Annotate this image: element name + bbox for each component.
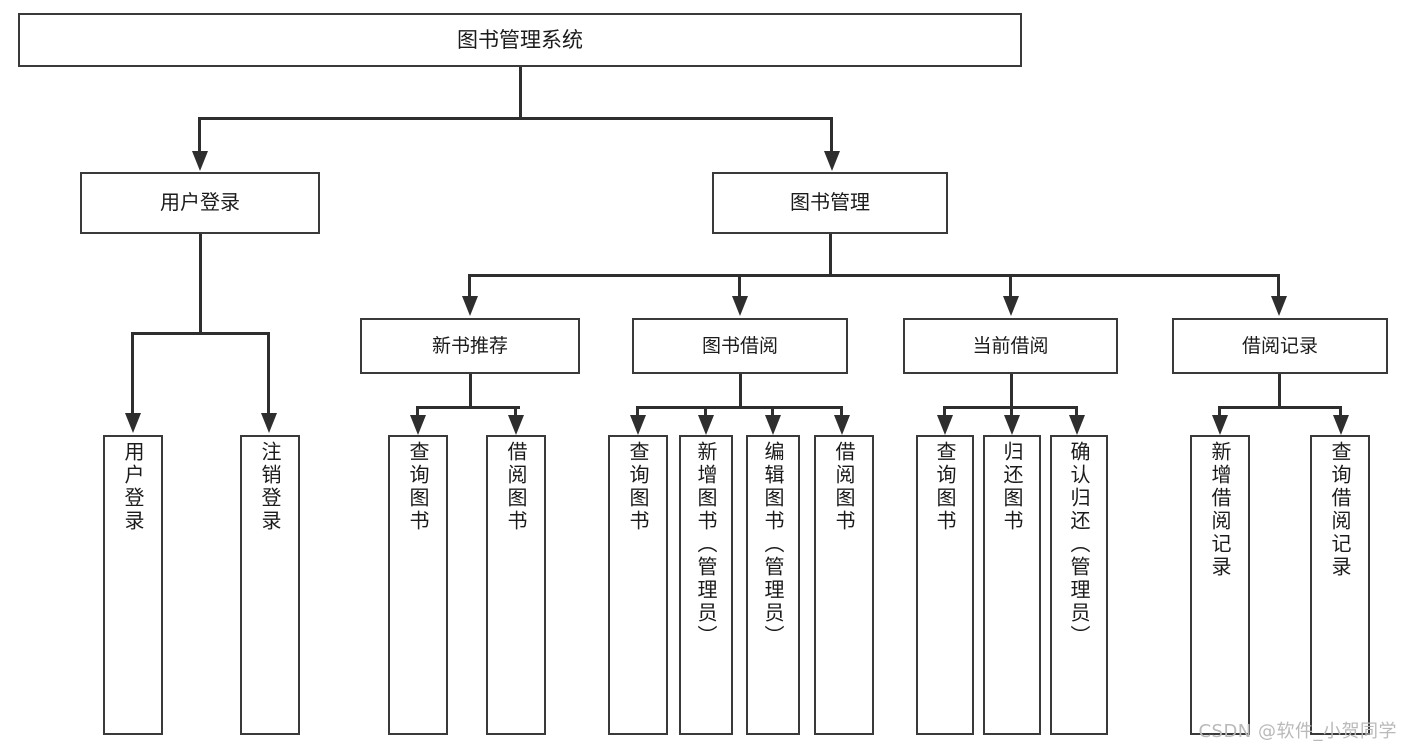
leaf-node-confirm-return-admin[interactable]: 确认归还（管理员） bbox=[1050, 435, 1108, 735]
arrowhead-book-borrow-to-query bbox=[629, 415, 646, 435]
connector-book-mgmt-to-borrow bbox=[738, 274, 741, 298]
connector-records-stem bbox=[1277, 374, 1281, 408]
node-label: 查询图书 bbox=[933, 441, 957, 533]
arrowhead-user-login-to-login bbox=[124, 413, 141, 433]
leaf-node-lend-book[interactable]: 借阅图书 bbox=[814, 435, 874, 735]
connector-new-book-bus bbox=[416, 406, 520, 409]
connector-root-bus bbox=[198, 117, 833, 120]
node-borrow-records[interactable]: 借阅记录 bbox=[1172, 318, 1388, 374]
leaf-node-return-book[interactable]: 归还图书 bbox=[983, 435, 1041, 735]
connector-new-book-stem bbox=[468, 374, 472, 408]
connector-new-book-to-query bbox=[416, 406, 419, 418]
node-label: 确认归还（管理员） bbox=[1067, 441, 1091, 648]
connector-records-bus bbox=[1218, 406, 1342, 409]
connector-book-mgmt-to-current bbox=[1009, 274, 1012, 298]
arrowhead-root-to-user-login bbox=[191, 151, 208, 171]
connector-book-mgmt-to-new-book bbox=[468, 274, 471, 298]
connector-root-to-book-mgmt bbox=[830, 117, 833, 153]
leaf-node-query-borrow-record[interactable]: 查询借阅记录 bbox=[1310, 435, 1370, 735]
node-label: 借阅图书 bbox=[504, 441, 528, 533]
node-label: 用户登录 bbox=[160, 190, 240, 215]
node-label: 归还图书 bbox=[1000, 441, 1024, 533]
connector-book-borrow-bus bbox=[636, 406, 843, 409]
leaf-node-query-book-current[interactable]: 查询图书 bbox=[916, 435, 974, 735]
arrowhead-book-mgmt-to-current bbox=[1002, 296, 1019, 316]
node-label: 借阅图书 bbox=[832, 441, 856, 533]
leaf-node-add-borrow-record[interactable]: 新增借阅记录 bbox=[1190, 435, 1250, 735]
arrowhead-book-borrow-to-lend bbox=[833, 415, 850, 435]
connector-user-login-to-login bbox=[131, 332, 134, 415]
connector-user-login-stem bbox=[198, 234, 202, 334]
arrowhead-current-to-return bbox=[1003, 415, 1020, 435]
connector-book-mgmt-bus bbox=[468, 274, 1280, 277]
watermark-text: CSDN @软件_小贺同学 bbox=[1198, 721, 1397, 742]
arrowhead-new-book-to-borrow bbox=[507, 415, 524, 435]
leaf-node-user-login[interactable]: 用户登录 bbox=[103, 435, 163, 735]
connector-current-to-confirm bbox=[1075, 406, 1078, 418]
leaf-node-add-book-admin[interactable]: 新增图书（管理员） bbox=[679, 435, 733, 735]
connector-book-borrow-to-add bbox=[704, 406, 707, 418]
connector-root-to-user-login bbox=[198, 117, 201, 153]
node-book-borrow[interactable]: 图书借阅 bbox=[632, 318, 848, 374]
arrowhead-records-to-add bbox=[1211, 415, 1228, 435]
arrowhead-book-mgmt-to-new-book bbox=[461, 296, 478, 316]
node-label: 编辑图书（管理员） bbox=[761, 441, 785, 648]
node-label: 图书管理 bbox=[790, 190, 870, 215]
connector-current-to-query bbox=[943, 406, 946, 418]
node-user-login[interactable]: 用户登录 bbox=[80, 172, 320, 234]
leaf-node-borrow-book-newbook[interactable]: 借阅图书 bbox=[486, 435, 546, 735]
connector-root-stem bbox=[518, 67, 522, 119]
connector-book-borrow-to-edit bbox=[771, 406, 774, 418]
connector-book-borrow-to-lend bbox=[840, 406, 843, 418]
leaf-node-edit-book-admin[interactable]: 编辑图书（管理员） bbox=[746, 435, 800, 735]
node-label: 图书管理系统 bbox=[457, 27, 583, 52]
connector-records-to-query bbox=[1339, 406, 1342, 418]
arrowhead-current-to-query bbox=[936, 415, 953, 435]
node-new-book-recommend[interactable]: 新书推荐 bbox=[360, 318, 580, 374]
connector-book-borrow-stem bbox=[738, 374, 742, 408]
arrowhead-book-borrow-to-add bbox=[697, 415, 714, 435]
connector-records-to-add bbox=[1218, 406, 1221, 418]
arrowhead-root-to-book-mgmt bbox=[823, 151, 840, 171]
arrowhead-user-login-to-logout bbox=[260, 413, 277, 433]
arrowhead-book-borrow-to-edit bbox=[764, 415, 781, 435]
node-label: 查询图书 bbox=[406, 441, 430, 533]
node-label: 注销登录 bbox=[258, 441, 282, 533]
connector-user-login-to-logout bbox=[267, 332, 270, 415]
node-label: 当前借阅 bbox=[972, 334, 1049, 357]
node-label: 新增借阅记录 bbox=[1208, 441, 1232, 579]
node-root-library-system[interactable]: 图书管理系统 bbox=[18, 13, 1022, 67]
arrowhead-current-to-confirm bbox=[1068, 415, 1085, 435]
node-label: 新增图书（管理员） bbox=[694, 441, 718, 648]
connector-user-login-bus bbox=[131, 332, 270, 335]
connector-current-to-return bbox=[1010, 406, 1013, 418]
connector-new-book-to-borrow bbox=[514, 406, 517, 418]
node-label: 查询图书 bbox=[626, 441, 650, 533]
node-label: 用户登录 bbox=[121, 441, 145, 533]
connector-book-borrow-to-query bbox=[636, 406, 639, 418]
connector-book-mgmt-to-records bbox=[1277, 274, 1280, 298]
arrowhead-records-to-query bbox=[1332, 415, 1349, 435]
node-label: 借阅记录 bbox=[1241, 334, 1318, 357]
node-label: 图书借阅 bbox=[701, 334, 778, 357]
node-label: 查询借阅记录 bbox=[1328, 441, 1352, 579]
leaf-node-user-logout[interactable]: 注销登录 bbox=[240, 435, 300, 735]
connector-current-borrow-stem bbox=[1009, 374, 1013, 408]
arrowhead-new-book-to-query bbox=[409, 415, 426, 435]
leaf-node-query-book-newbook[interactable]: 查询图书 bbox=[388, 435, 448, 735]
leaf-node-query-book-borrow[interactable]: 查询图书 bbox=[608, 435, 668, 735]
node-book-management[interactable]: 图书管理 bbox=[712, 172, 948, 234]
arrowhead-book-mgmt-to-borrow bbox=[731, 296, 748, 316]
connector-book-mgmt-stem bbox=[828, 234, 832, 276]
arrowhead-book-mgmt-to-records bbox=[1270, 296, 1287, 316]
node-label: 新书推荐 bbox=[431, 334, 508, 357]
node-current-borrow[interactable]: 当前借阅 bbox=[903, 318, 1118, 374]
